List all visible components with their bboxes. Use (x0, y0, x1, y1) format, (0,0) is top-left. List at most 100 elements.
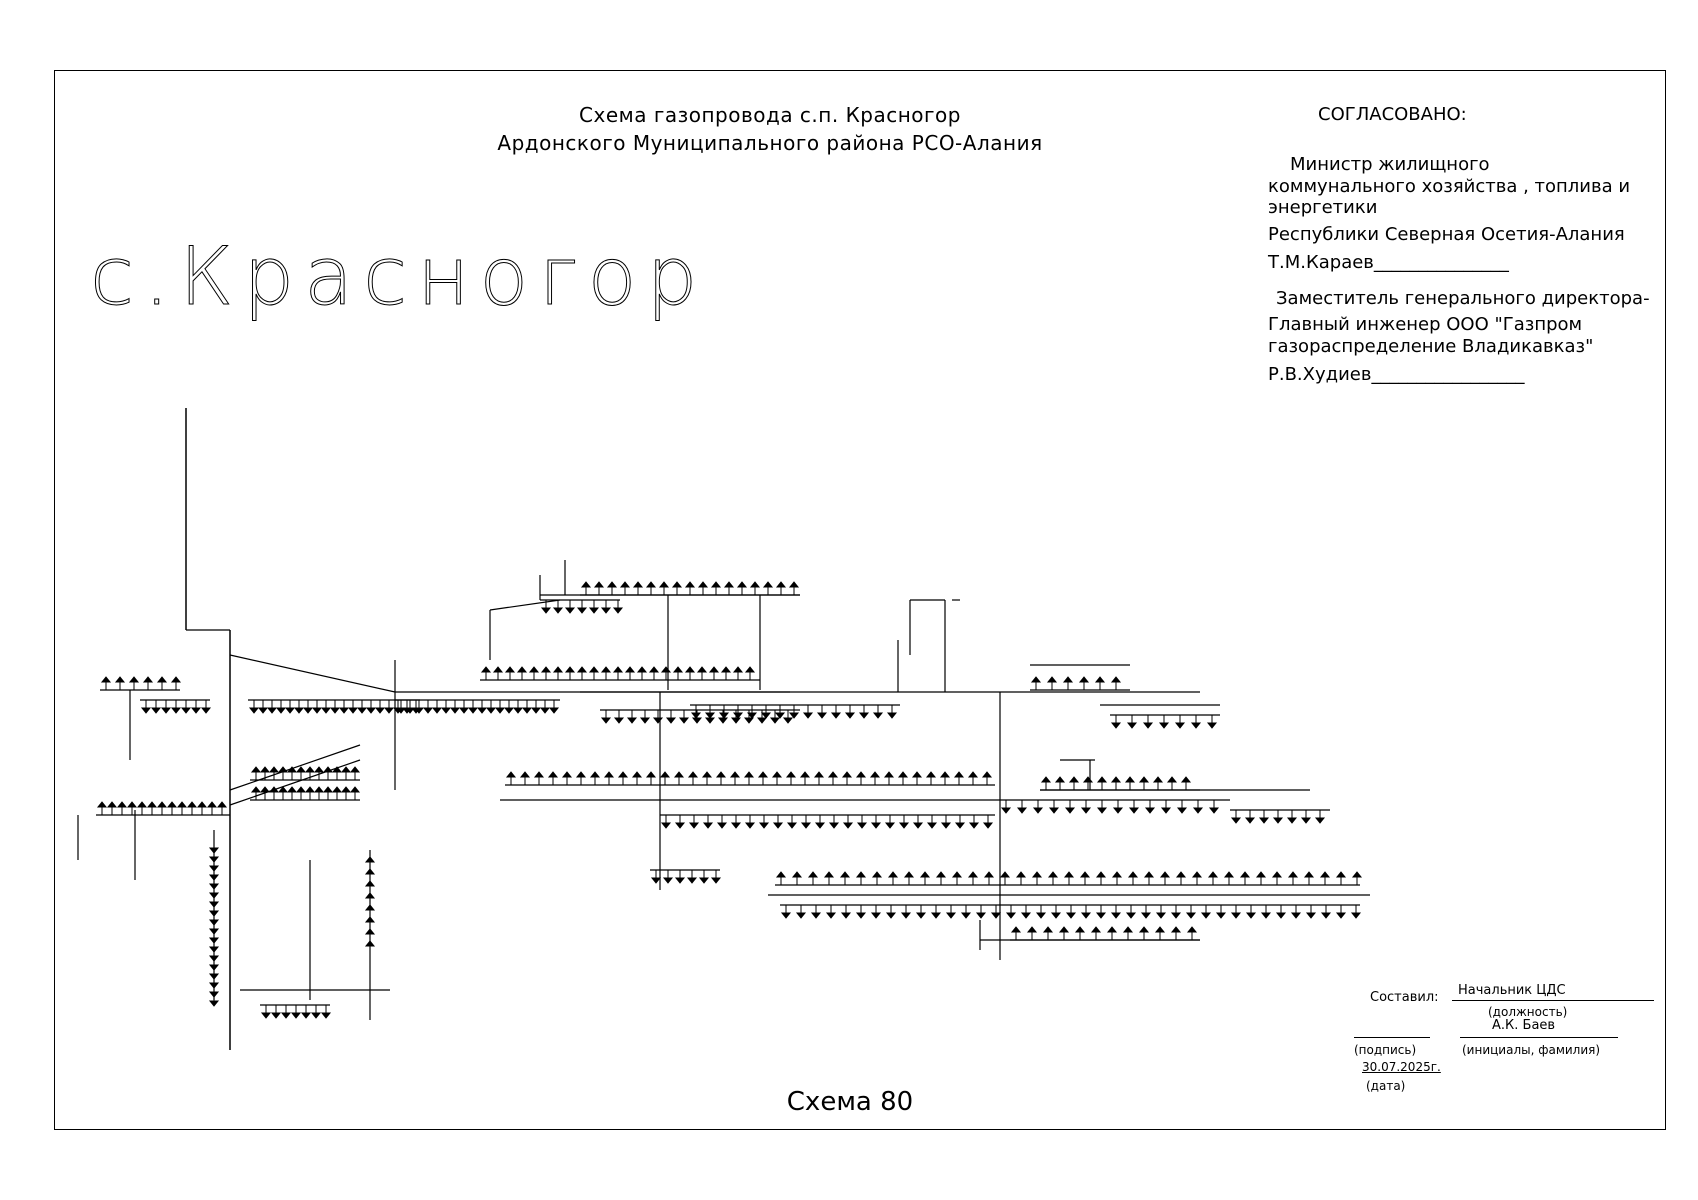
tap-symbol (548, 700, 560, 714)
tap-symbol (1239, 871, 1251, 885)
tap-symbol (825, 905, 837, 919)
tap-symbol (166, 801, 178, 815)
tap-symbol (1287, 871, 1299, 885)
tap-symbol (696, 666, 708, 680)
tap-symbol (512, 700, 524, 714)
tap-symbol (576, 666, 588, 680)
tap-symbol (732, 666, 744, 680)
tap-symbol (208, 912, 220, 926)
tap-symbol (561, 771, 573, 785)
approval-line6: Главный инженер ООО "Газпром (1268, 314, 1583, 335)
tap-symbol (612, 600, 624, 614)
tap-symbol (1207, 871, 1219, 885)
tap-symbol (208, 894, 220, 908)
tap-symbol (954, 815, 966, 829)
tap-symbol (383, 700, 395, 714)
tap-symbol (800, 815, 812, 829)
tap-symbol (671, 581, 683, 595)
tap-symbol (839, 871, 851, 885)
tap-symbol (322, 766, 334, 780)
tap-symbol (645, 771, 657, 785)
tap-symbol (1110, 905, 1122, 919)
tap-symbol (678, 710, 690, 724)
tap-symbol (485, 700, 497, 714)
pipeline-network (77, 408, 1370, 1050)
tap-symbol (1275, 905, 1287, 919)
tap-symbol (1206, 715, 1218, 729)
tap-symbol (1110, 715, 1122, 729)
tap-symbol (208, 930, 220, 944)
tap-symbol (322, 786, 334, 800)
tap-symbol (688, 815, 700, 829)
tap-symbol (870, 815, 882, 829)
tap-symbol (300, 1005, 312, 1019)
tap-symbol (208, 849, 220, 863)
tap-symbol (1030, 676, 1042, 690)
tap-symbol (1026, 926, 1038, 940)
tap-symbol (898, 815, 910, 829)
service-taps (96, 581, 1363, 1019)
tap-symbol (729, 771, 741, 785)
tap-symbol (588, 666, 600, 680)
tap-symbol (1090, 926, 1102, 940)
tap-symbol (925, 771, 937, 785)
tap-symbol (146, 801, 158, 815)
tap-symbol (1020, 905, 1032, 919)
tap-symbol (1063, 871, 1075, 885)
approval-line3: энергетики (1268, 197, 1378, 218)
tap-symbol (476, 700, 488, 714)
tap-symbol (290, 1005, 302, 1019)
tap-symbol (744, 666, 756, 680)
tap-symbol (1140, 905, 1152, 919)
tap-symbol (1258, 810, 1270, 824)
tap-symbol (505, 771, 517, 785)
tap-symbol (395, 700, 407, 714)
tap-symbol (156, 801, 168, 815)
stamp-name-value: А.К. Баев (1492, 1018, 1556, 1033)
tap-symbol (1314, 810, 1326, 824)
tap-symbol (1170, 926, 1182, 940)
tap-symbol (365, 700, 377, 714)
tap-symbol (1005, 905, 1017, 919)
tap-symbol (1125, 905, 1137, 919)
tap-symbol (564, 666, 576, 680)
tap-symbol (701, 771, 713, 785)
tap-symbol (1175, 871, 1187, 885)
tap-symbol (552, 600, 564, 614)
tap-symbol (786, 815, 798, 829)
tap-symbol (304, 786, 316, 800)
tap-symbol (492, 666, 504, 680)
tap-symbol (684, 666, 696, 680)
tap-symbol (1106, 926, 1118, 940)
pipe-segment (489, 599, 561, 611)
tap-symbol (1186, 926, 1198, 940)
tap-symbol (1080, 905, 1092, 919)
tap-symbol (364, 868, 376, 882)
tap-symbol (687, 771, 699, 785)
pipe-segment (229, 654, 396, 693)
tap-symbol (840, 905, 852, 919)
tap-symbol (208, 948, 220, 962)
tap-symbol (884, 815, 896, 829)
tap-symbol (1271, 871, 1283, 885)
tap-symbol (626, 710, 638, 724)
tap-symbol (364, 940, 376, 954)
tap-symbol (1170, 905, 1182, 919)
tap-symbol (1122, 926, 1134, 940)
tap-symbol (259, 786, 271, 800)
tap-symbol (810, 905, 822, 919)
tap-symbol (356, 700, 368, 714)
tap-symbol (114, 676, 126, 690)
tap-symbol (645, 581, 657, 595)
tap-symbol (1065, 905, 1077, 919)
tap-symbol (1351, 871, 1363, 885)
approval-line4: Республики Северная Осетия-Алания (1268, 224, 1625, 245)
tap-symbol (715, 771, 727, 785)
tap-symbol (589, 771, 601, 785)
tap-symbol (769, 710, 781, 724)
tap-symbol (186, 801, 198, 815)
tap-symbol (1111, 871, 1123, 885)
tap-symbol (180, 700, 192, 714)
tap-symbol (872, 705, 884, 719)
tap-symbol (277, 766, 289, 780)
